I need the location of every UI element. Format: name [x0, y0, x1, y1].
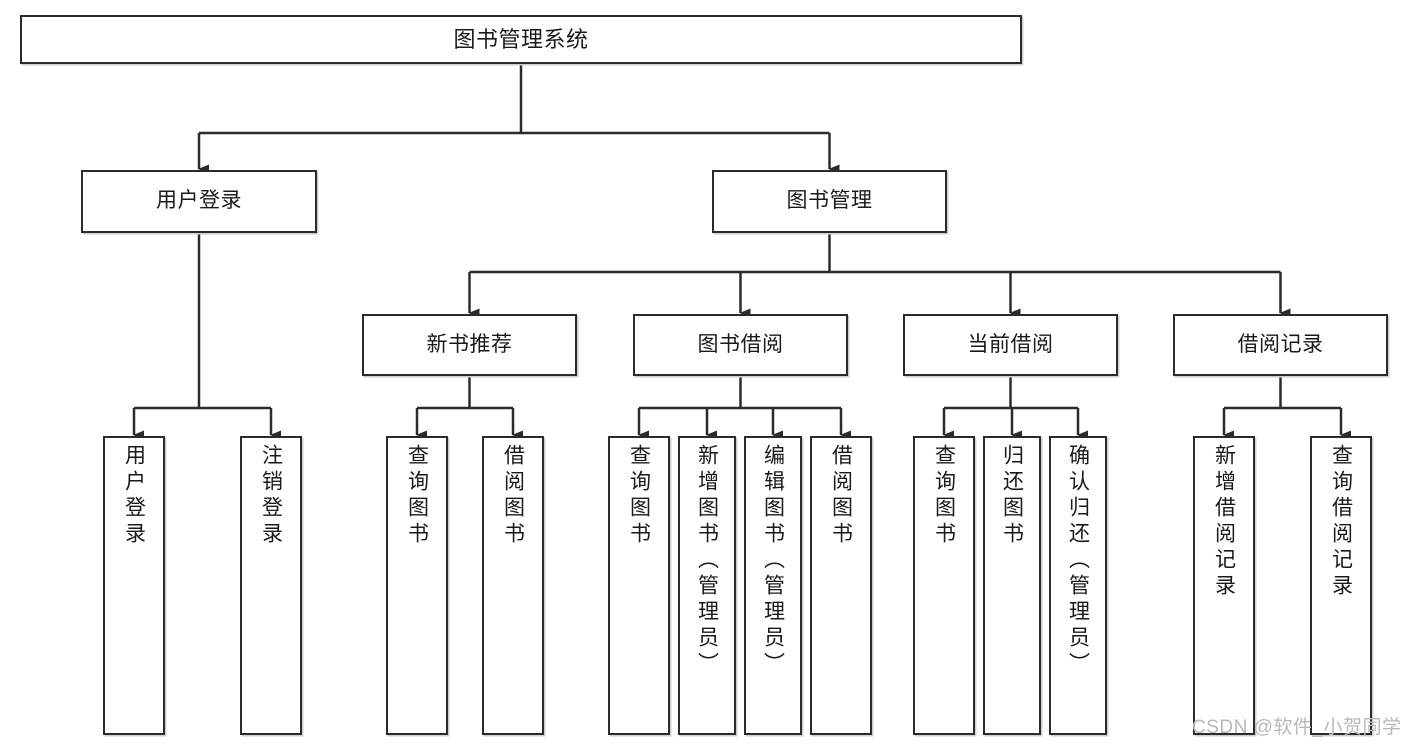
csdn-watermark: CSDN @软件_小贺同学: [1192, 717, 1402, 738]
node-label: 归还图书: [1000, 444, 1024, 548]
node-label: 查询图书: [405, 444, 429, 548]
node-book-borrow: 图书借阅: [633, 314, 848, 376]
node-label: 查询借阅记录: [1329, 444, 1353, 600]
node-user-login: 用户登录: [81, 170, 317, 233]
node-leaf-confirm: 确认归还（管理员）: [1049, 436, 1107, 735]
node-label: 借阅图书: [829, 444, 853, 548]
node-label: 查询图书: [627, 444, 651, 548]
node-label: 图书管理: [786, 189, 873, 213]
node-leaf-borrow-1: 借阅图书: [482, 436, 544, 735]
node-leaf-return: 归还图书: [983, 436, 1041, 735]
node-label: 借阅图书: [501, 444, 525, 548]
node-leaf-add-book: 新增图书（管理员）: [678, 436, 736, 735]
node-label: 图书借阅: [697, 332, 784, 356]
node-leaf-q-book-2: 查询图书: [608, 436, 670, 735]
node-leaf-edit-book: 编辑图书（管理员）: [744, 436, 802, 735]
node-loan-record: 借阅记录: [1173, 314, 1388, 376]
node-label: 确认归还（管理员）: [1066, 444, 1090, 678]
node-new-book-rec: 新书推荐: [362, 314, 577, 376]
node-label: 编辑图书（管理员）: [761, 444, 785, 678]
node-leaf-q-book-1: 查询图书: [386, 436, 448, 735]
node-label: 用户登录: [122, 444, 146, 548]
node-leaf-login: 用户登录: [103, 436, 165, 735]
node-label: 用户登录: [156, 189, 242, 213]
node-leaf-logout: 注销登录: [240, 436, 302, 735]
node-label: 新书推荐: [426, 332, 513, 356]
node-label: 当前借阅: [967, 332, 1054, 356]
node-label: 新增图书（管理员）: [695, 444, 719, 678]
node-leaf-borrow-2: 借阅图书: [810, 436, 872, 735]
node-leaf-q-book-3: 查询图书: [913, 436, 975, 735]
node-leaf-add-rec: 新增借阅记录: [1193, 436, 1255, 735]
node-label: 注销登录: [259, 444, 283, 548]
node-book-manage: 图书管理: [712, 170, 947, 233]
node-label: 查询图书: [932, 444, 956, 548]
node-current-loan: 当前借阅: [903, 314, 1118, 376]
node-label: 借阅记录: [1237, 332, 1324, 356]
node-label: 新增借阅记录: [1212, 444, 1236, 600]
node-leaf-q-rec: 查询借阅记录: [1310, 436, 1372, 735]
node-label: 图书管理系统: [453, 26, 589, 52]
node-root: 图书管理系统: [20, 15, 1022, 64]
